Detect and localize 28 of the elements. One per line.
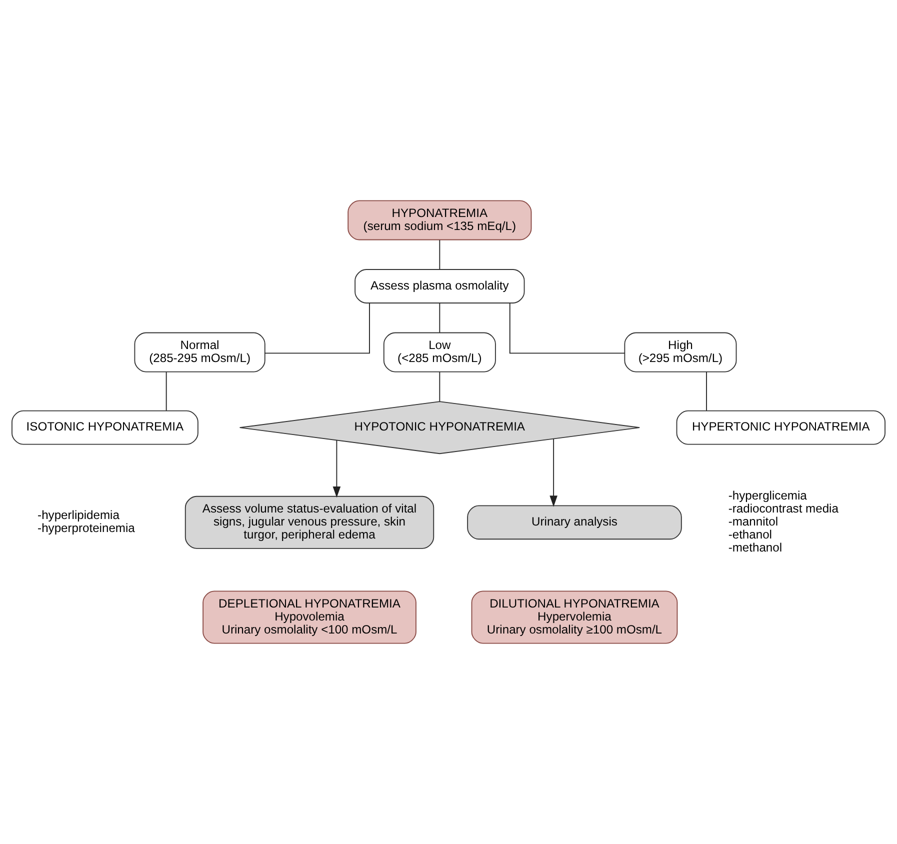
node-box: Normal (285-295 mOsm/L) bbox=[134, 332, 266, 372]
connector bbox=[166, 372, 167, 412]
node-label: -hyperproteinemia bbox=[38, 521, 135, 536]
connector bbox=[264, 302, 370, 354]
node-label: -hyperglicemia bbox=[728, 488, 807, 503]
node-box: DEPLETIONAL HYPONATREMIA Hypovolemia Urinary osmolality <100 mOsm/L bbox=[202, 590, 416, 644]
node-label: -radiocontrast media bbox=[728, 502, 838, 516]
node-box: HYPONATREMIA (serum sodium <135 mEq/L) bbox=[348, 200, 532, 240]
node-box: High (>295 mOsm/L) bbox=[624, 332, 737, 372]
node-label: -hyperlipidemia bbox=[38, 508, 120, 522]
arrow bbox=[550, 438, 558, 507]
node-box: DILUTIONAL HYPONATREMIA Hypervolemia Urinary osmolality ≥100 mOsm/L bbox=[471, 590, 678, 644]
node-box: Assess plasma osmolality bbox=[354, 269, 525, 304]
node-label: -methanol bbox=[728, 540, 782, 555]
node-box: ISOTONIC HYPONATREMIA bbox=[12, 410, 198, 445]
node-label: -mannitol bbox=[728, 514, 778, 529]
connector bbox=[706, 372, 707, 412]
connector bbox=[439, 372, 440, 402]
arrow bbox=[332, 440, 341, 498]
connector bbox=[439, 240, 440, 270]
node-box: Urinary analysis bbox=[467, 505, 682, 540]
node-diamond: HYPOTONIC HYPONATREMIA bbox=[239, 401, 640, 454]
node-label: -ethanol bbox=[728, 528, 772, 542]
node-box: Assess volume status-evaluation of vital signs, jugular venous pressure, skin turgor, peripheral edema bbox=[184, 496, 434, 549]
node-box: Low (<285 mOsm/L) bbox=[383, 332, 496, 372]
connector bbox=[439, 302, 440, 333]
connector bbox=[509, 302, 626, 354]
node-box: HYPERTONIC HYPONATREMIA bbox=[676, 410, 886, 445]
